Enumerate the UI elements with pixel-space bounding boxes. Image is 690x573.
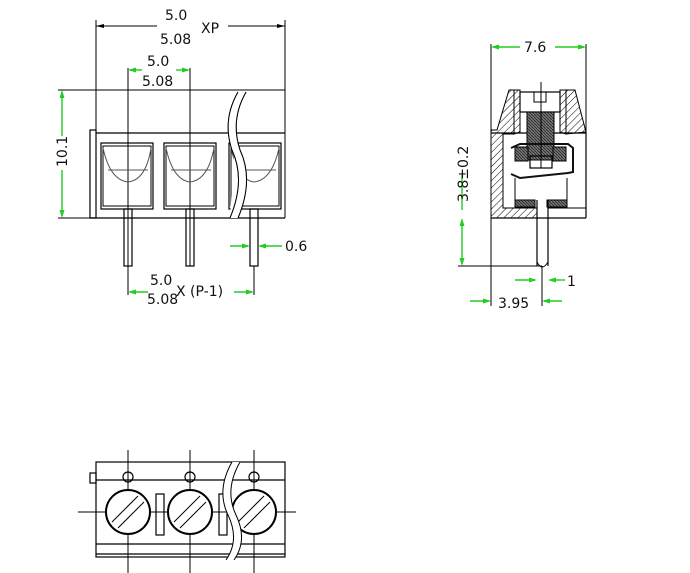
overall-width-bottom-label: 5.08 [160,32,191,48]
overall-width-suffix-label: XP [201,21,219,37]
height-label: 10.1 [55,136,71,167]
front-view: 5.0 5.08 XP 5.0 5.08 10.1 [55,8,307,308]
pin-width-label: 0.6 [285,239,307,255]
pin-thickness-label: 1 [567,274,576,290]
pin-thickness-dimension: 1 [515,274,576,290]
screw-top-1 [105,489,151,535]
terminal-body-front [89,91,285,267]
wire-entry-1 [100,142,154,210]
terminal-body-side [490,82,587,219]
pitch-dimension: 5.0 5.08 [127,54,191,266]
pin-length-label: 3.8±0.2 [456,146,472,202]
overall-width-dimension: 5.0 5.08 XP [95,8,286,218]
pin-length-dimension: 3.8±0.2 [456,146,542,267]
pin-offset-label: 3.95 [498,296,529,312]
pin-span-dimension: 5.0 5.08 X (P-1) [127,266,255,308]
pin-offset-dimension: 3.95 [470,218,562,312]
clamp-spring [510,143,574,180]
side-width-label: 7.6 [524,40,546,56]
screw-top-2 [167,489,213,535]
pin-width-dimension: 0.6 [230,239,307,255]
pitch-bottom-label: 5.08 [142,74,173,90]
pitch-top-label: 5.0 [147,54,169,70]
pin-span-bottom-label: 5.08 [147,292,178,308]
overall-width-top-label: 5.0 [165,8,187,24]
pin-span-suffix-label: X (P-1) [176,284,223,300]
side-view: 7.6 [456,40,587,312]
pin-span-top-label: 5.0 [150,273,172,289]
top-view [78,450,296,573]
height-dimension: 10.1 [55,89,285,219]
side-pin [536,200,549,268]
